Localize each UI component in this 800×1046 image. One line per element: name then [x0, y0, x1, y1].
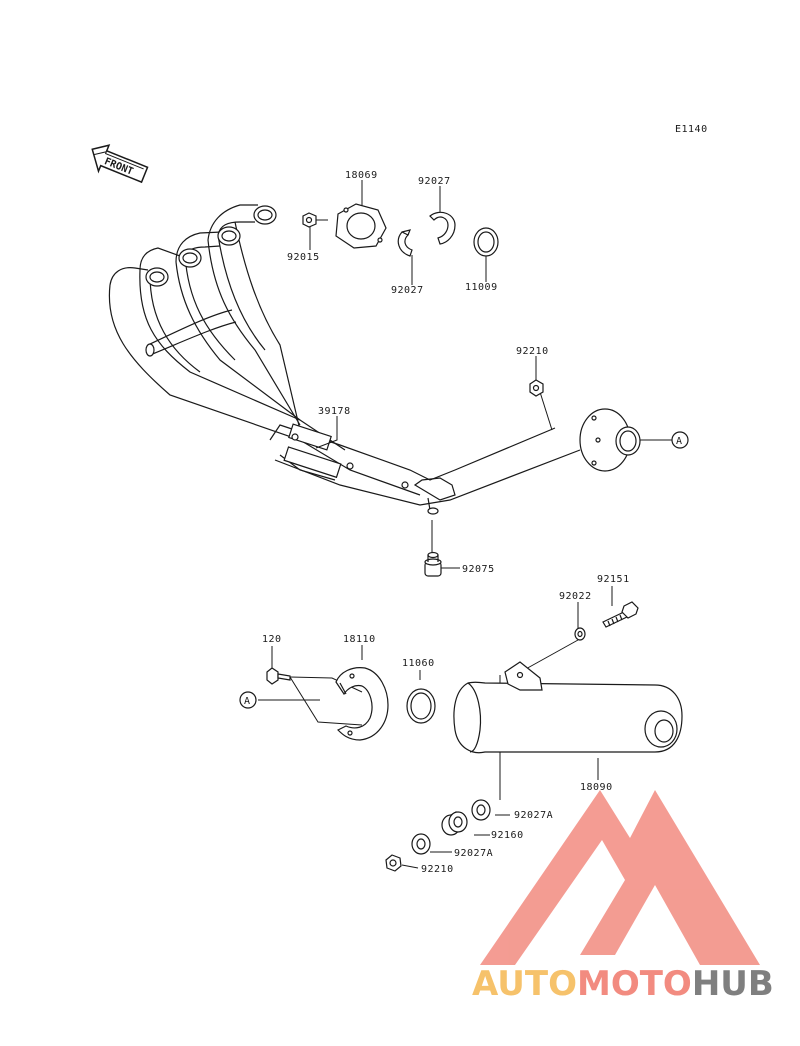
ref-marker-a-top: A	[671, 431, 689, 449]
retainer-92027-icon	[397, 211, 456, 257]
nut-92015-icon	[302, 212, 317, 228]
bolt-92151-icon	[602, 601, 639, 628]
label-92022: 92022	[559, 591, 592, 602]
label-18110: 18110	[343, 634, 376, 645]
gasket-holder-18069-icon	[335, 203, 387, 249]
front-arrow-icon: FRONT	[91, 144, 149, 184]
exhaust-header-pipes	[108, 204, 641, 515]
label-92210-bottom: 92210	[421, 864, 454, 875]
washer-92022-icon	[574, 627, 586, 641]
label-18069: 18069	[345, 170, 378, 181]
ref-marker-a-bottom: A	[239, 691, 257, 709]
damper-92075-icon	[424, 551, 442, 577]
svg-text:A: A	[244, 696, 251, 707]
label-92015: 92015	[287, 252, 320, 263]
label-92210-top: 92210	[516, 346, 549, 357]
watermark-auto: AUTO	[472, 964, 577, 1004]
label-92160: 92160	[491, 830, 524, 841]
label-92027a-1: 92027A	[514, 810, 553, 821]
part-labels: 18069 92027 92015 92027 11009 92210 3917…	[262, 170, 630, 875]
label-92075: 92075	[462, 564, 495, 575]
label-92027a-2: 92027A	[454, 848, 493, 859]
label-92027-top: 92027	[418, 176, 451, 187]
svg-text:AUTOMOTOHUB: AUTOMOTOHUB	[472, 964, 774, 1004]
label-92027-bottom: 92027	[391, 285, 424, 296]
watermark-hub: HUB	[692, 964, 774, 1004]
gasket-11009-icon	[473, 227, 499, 257]
diagram-id: E1140	[675, 124, 708, 135]
hardware-stack-icon	[385, 799, 491, 872]
bolt-120-icon	[266, 667, 291, 685]
label-120: 120	[262, 634, 282, 645]
nut-92210-top-icon	[529, 379, 544, 397]
label-11060: 11060	[402, 658, 435, 669]
label-11009: 11009	[465, 282, 498, 293]
watermark-moto: MOTO	[577, 964, 692, 1004]
gasket-11060-icon	[406, 688, 436, 724]
watermark-triangle-icon	[480, 790, 760, 965]
label-18090: 18090	[580, 782, 613, 793]
label-39178: 39178	[318, 406, 351, 417]
muffler-18090-icon	[453, 661, 683, 754]
gasket-18110-icon	[335, 667, 389, 741]
svg-text:A: A	[676, 436, 683, 447]
watermark-logo: AUTOMOTOHUB	[472, 790, 774, 1004]
label-92151: 92151	[597, 574, 630, 585]
